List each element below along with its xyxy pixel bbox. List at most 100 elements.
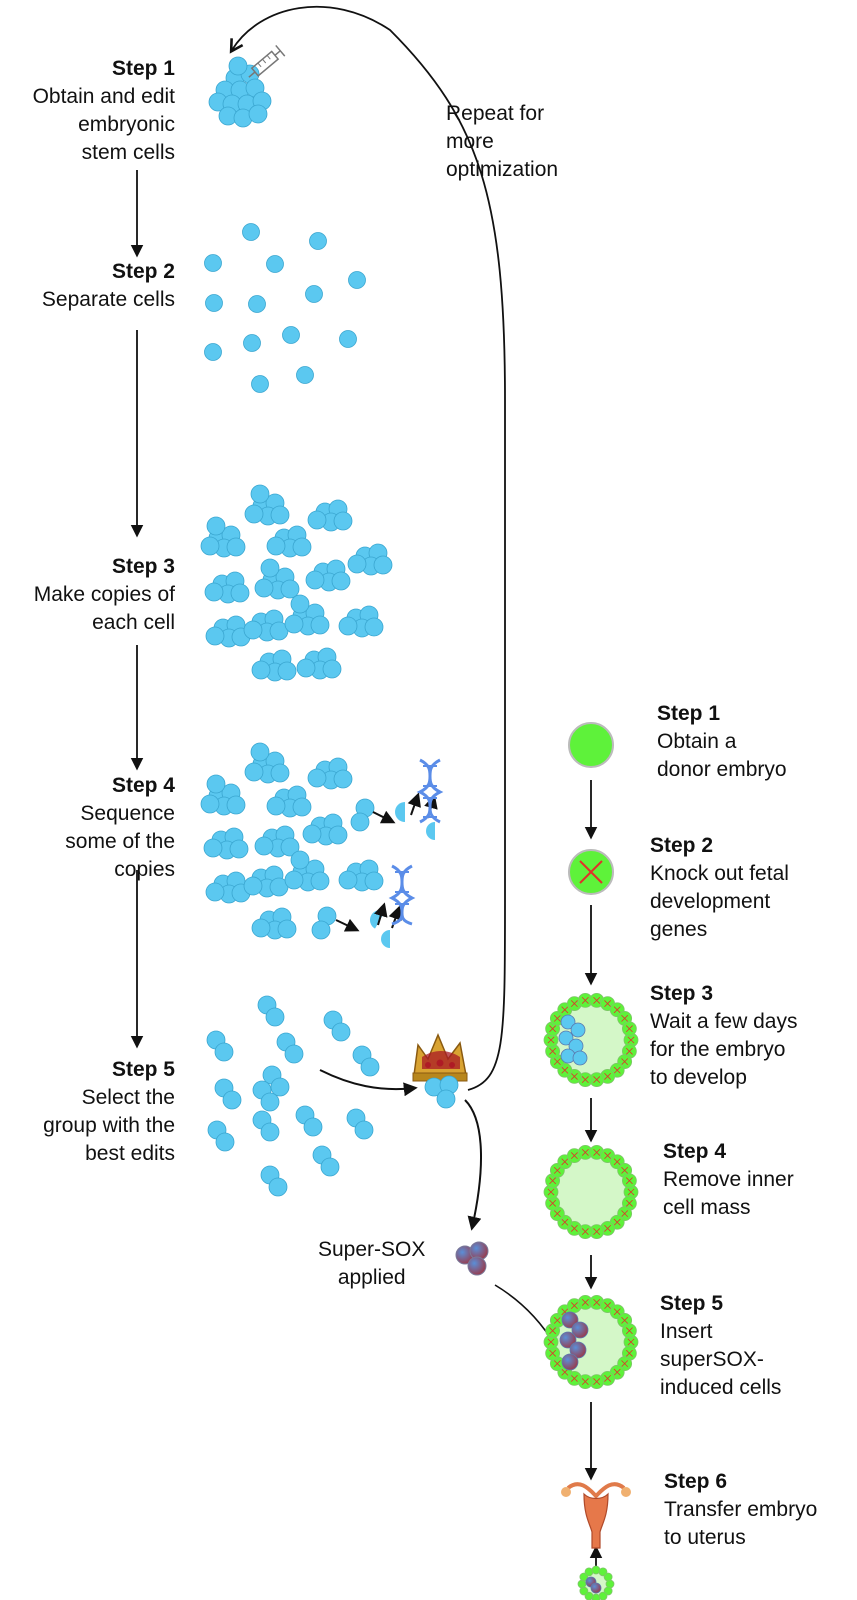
stem-cell — [251, 660, 271, 680]
right-step-2-desc: Knock out fetal development genes — [650, 862, 789, 941]
stem-cell — [364, 617, 384, 637]
stem-cell — [228, 56, 248, 76]
stem-cell — [277, 661, 297, 681]
stem-cell — [310, 871, 330, 891]
right-step-1-label: Step 1 Obtain a donor embryo — [657, 700, 787, 784]
selected-group — [424, 1075, 459, 1109]
embryo-inner-mass-removed — [543, 1145, 639, 1239]
right-step-4-desc: Remove inner cell mass — [663, 1168, 794, 1219]
inner-cell — [569, 1341, 587, 1359]
knockout-x-icon — [579, 860, 603, 884]
select-arrow — [319, 1069, 418, 1097]
stem-cell — [251, 918, 271, 938]
left-step-5-title: Step 5 — [111, 1058, 175, 1081]
stem-cell — [339, 330, 357, 348]
stem-cell — [204, 343, 222, 361]
stem-cell — [350, 812, 370, 832]
inner-cell — [560, 1014, 576, 1030]
donor-embryo — [568, 722, 614, 768]
left-step-3-desc: Make copies of each cell — [33, 583, 175, 634]
stem-cell — [260, 558, 280, 578]
stem-cell — [354, 1120, 374, 1140]
trophoblast-cell — [603, 1572, 613, 1582]
stem-cell — [266, 255, 284, 273]
dna-icon — [416, 758, 444, 824]
stem-cell — [250, 484, 270, 504]
stem-cell — [333, 511, 353, 531]
inner-cell — [571, 1321, 589, 1339]
inner-cell — [590, 1582, 602, 1594]
left-step-4-label: Step 4 Sequence some of the copies — [65, 772, 175, 884]
left-step-1-title: Step 1 — [111, 57, 175, 80]
stem-cell — [296, 658, 316, 678]
cell-copies — [200, 484, 393, 682]
stem-cell — [270, 1077, 290, 1097]
stem-cell — [364, 871, 384, 891]
right-step-6-desc: Transfer embryo to uterus — [664, 1498, 818, 1549]
stem-cell — [270, 763, 290, 783]
stem-cell — [244, 762, 264, 782]
inner-cell — [559, 1331, 577, 1349]
left-step-2-desc: Separate cells — [41, 288, 175, 311]
right-step-3-desc: Wait a few days for the embryo to develo… — [650, 1010, 798, 1089]
stem-cell — [307, 510, 327, 530]
stem-cell — [290, 850, 310, 870]
stem-cell — [254, 578, 274, 598]
stem-cell — [230, 583, 250, 603]
separated-cells — [204, 223, 366, 393]
stem-cell — [280, 579, 300, 599]
stem-cell — [331, 1022, 351, 1042]
left-step-2-title: Step 2 — [111, 260, 175, 283]
inner-cell — [558, 1030, 574, 1046]
knockout-embryo — [568, 849, 614, 895]
crown-icon — [412, 1033, 468, 1082]
stem-cell — [436, 1089, 456, 1109]
stem-cell — [305, 285, 323, 303]
stem-cell — [360, 1057, 380, 1077]
inner-cell — [570, 1022, 586, 1038]
cell-copies-sequenced — [200, 742, 384, 940]
trophoblast-cell — [603, 1586, 613, 1596]
left-step-5-label: Step 5 Select the group with the best ed… — [43, 1056, 175, 1168]
stem-cell — [205, 882, 225, 902]
stem-cell — [200, 536, 220, 556]
left-step-4-desc: Sequence some of the copies — [65, 802, 175, 881]
stem-cell — [254, 836, 274, 856]
stem-cell — [248, 104, 268, 124]
right-step-4-label: Step 4 Remove inner cell mass — [663, 1138, 794, 1222]
right-step-6-title: Step 6 — [664, 1470, 728, 1493]
stem-cell — [200, 794, 220, 814]
stem-cell — [248, 295, 266, 313]
right-step-3-title: Step 3 — [650, 982, 714, 1005]
stem-cell — [206, 516, 226, 536]
supersox-note: Super-SOX applied — [318, 1238, 426, 1289]
stem-cell — [311, 920, 331, 940]
stem-cell — [204, 582, 224, 602]
stem-cell — [280, 837, 300, 857]
stem-cell — [215, 1132, 235, 1152]
sequencing-2 — [335, 864, 416, 948]
stem-cell — [320, 1157, 340, 1177]
stem-cell — [214, 1042, 234, 1062]
inner-cell — [572, 1050, 588, 1066]
embryo-cavity — [551, 1152, 631, 1232]
stem-cell — [266, 536, 286, 556]
dna-icon — [388, 864, 416, 926]
cell-groups — [206, 995, 380, 1197]
arrow-to-supersox — [464, 1099, 482, 1231]
stem-cell — [292, 797, 312, 817]
stem-cell — [290, 594, 310, 614]
stem-cell — [307, 768, 327, 788]
small-embryo — [577, 1565, 615, 1600]
inner-cell — [561, 1353, 579, 1371]
stem-cell — [348, 271, 366, 289]
stem-cell — [206, 774, 226, 794]
left-step-4-title: Step 4 — [111, 774, 175, 797]
stem-cell — [251, 375, 269, 393]
stem-cell — [373, 555, 393, 575]
trophoblast-cell — [598, 1567, 608, 1577]
stem-cell — [205, 294, 223, 312]
inner-cell — [561, 1311, 579, 1329]
embryo-with-supersox-cells — [543, 1295, 639, 1389]
left-step-2-label: Step 2 Separate cells — [42, 258, 175, 314]
